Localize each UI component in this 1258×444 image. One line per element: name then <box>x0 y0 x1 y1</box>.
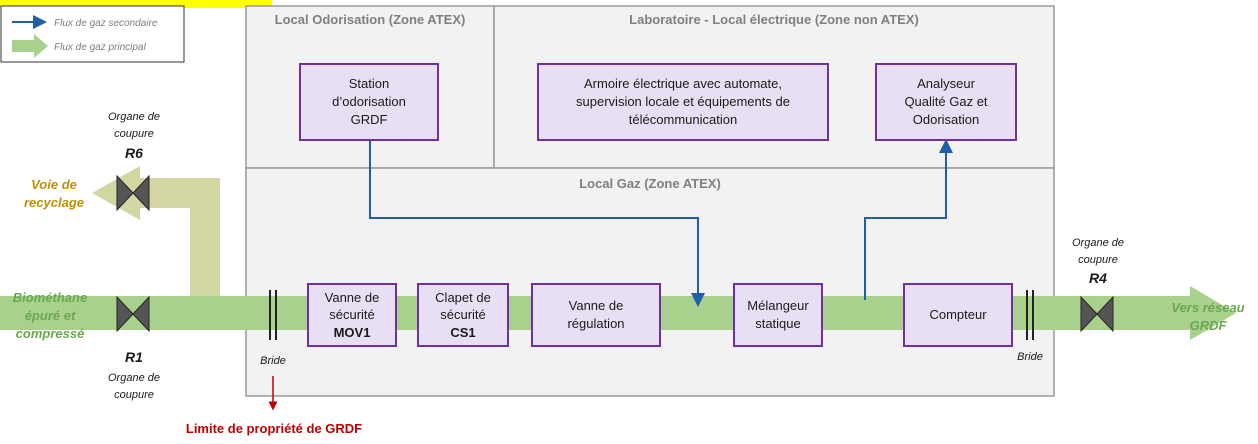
bride-right-label: Bride <box>1017 351 1043 363</box>
room-gaz <box>245 167 1055 397</box>
valve-r6-label-line2: coupure <box>114 128 154 140</box>
box-analyseur-line2: Qualité Gaz et <box>904 94 987 109</box>
room-odorisation-title: Local Odorisation (Zone ATEX) <box>275 12 466 27</box>
valve-r4-label-line2: coupure <box>1078 254 1118 266</box>
valve-r1 <box>116 295 150 333</box>
secondary-flow-odorisation <box>369 140 705 307</box>
output-label-line1: Vers réseau <box>1171 300 1244 315</box>
box-melangeur-line1: Mélangeur <box>747 298 809 313</box>
box-armoire-line2: supervision locale et équipements de <box>576 94 790 109</box>
box-vanne-regulation-line2: régulation <box>567 316 624 331</box>
box-clapet-line1: Clapet de <box>435 290 491 305</box>
box-armoire-line3: télécommunication <box>629 112 737 127</box>
valve-r4-label-line1: Organe de <box>1072 237 1124 249</box>
valve-r4-code: R4 <box>1089 270 1107 286</box>
valve-r4 <box>1080 295 1114 333</box>
main-flow-arrowhead <box>1190 286 1236 340</box>
legend-secondary-label: Flux de gaz secondaire <box>54 18 158 29</box>
box-analyseur <box>875 63 1017 141</box>
input-label-line1: Biométhane <box>13 290 87 305</box>
recycle-flow <box>92 166 220 298</box>
secondary-flow-analyseur <box>864 139 953 300</box>
box-vanne-securite-code: MOV1 <box>334 325 371 340</box>
room-laboratoire-title: Laboratoire - Local électrique (Zone non… <box>629 12 919 27</box>
box-vanne-regulation-line1: Vanne de <box>569 298 624 313</box>
box-vanne-securite-line1: Vanne de <box>325 290 380 305</box>
legend-main-label: Flux de gaz principal <box>54 42 146 53</box>
valve-r6 <box>116 174 150 212</box>
box-armoire-line1: Armoire électrique avec automate, <box>584 76 782 91</box>
recycle-label-line1: Voie de <box>31 177 77 192</box>
box-compteur <box>903 283 1013 347</box>
valve-r1-label-line2: coupure <box>114 389 154 401</box>
box-clapet-line2: sécurité <box>440 307 486 322</box>
valve-r1-label-line1: Organe de <box>108 372 160 384</box>
box-vanne-securite-line2: sécurité <box>329 307 375 322</box>
bride-left <box>269 290 277 340</box>
bride-right <box>1026 290 1034 340</box>
box-odorisation-station <box>299 63 439 141</box>
recycle-label-line2: recyclage <box>24 195 84 210</box>
box-vanne-securite <box>307 283 397 347</box>
input-label-line2: épuré et <box>25 308 76 323</box>
box-analyseur-line1: Analyseur <box>917 76 975 91</box>
bride-left-label: Bride <box>260 355 286 367</box>
input-label-line3: compressé <box>16 326 85 341</box>
valve-r6-label-line1: Organe de <box>108 111 160 123</box>
box-melangeur-line2: statique <box>755 316 801 331</box>
box-odorisation-line2: d’odorisation <box>332 94 406 109</box>
box-analyseur-line3: Odorisation <box>913 112 979 127</box>
legend: Flux de gaz secondaire Flux de gaz princ… <box>0 5 185 63</box>
valve-r1-code: R1 <box>125 349 143 365</box>
room-gaz-title: Local Gaz (Zone ATEX) <box>579 176 721 191</box>
property-limit-label: Limite de propriété de GRDF <box>186 421 362 436</box>
box-vanne-regulation <box>531 283 661 347</box>
box-clapet-code: CS1 <box>450 325 475 340</box>
output-label-line2: GRDF <box>1190 318 1228 333</box>
title-banner <box>0 0 272 8</box>
box-odorisation-line1: Station <box>349 76 389 91</box>
box-armoire <box>537 63 829 141</box>
valve-r6-code: R6 <box>125 145 143 161</box>
legend-main-arrow-icon <box>12 34 48 58</box>
box-melangeur <box>733 283 823 347</box>
box-clapet <box>417 283 509 347</box>
box-compteur-label: Compteur <box>929 307 987 322</box>
box-odorisation-line3: GRDF <box>351 112 388 127</box>
